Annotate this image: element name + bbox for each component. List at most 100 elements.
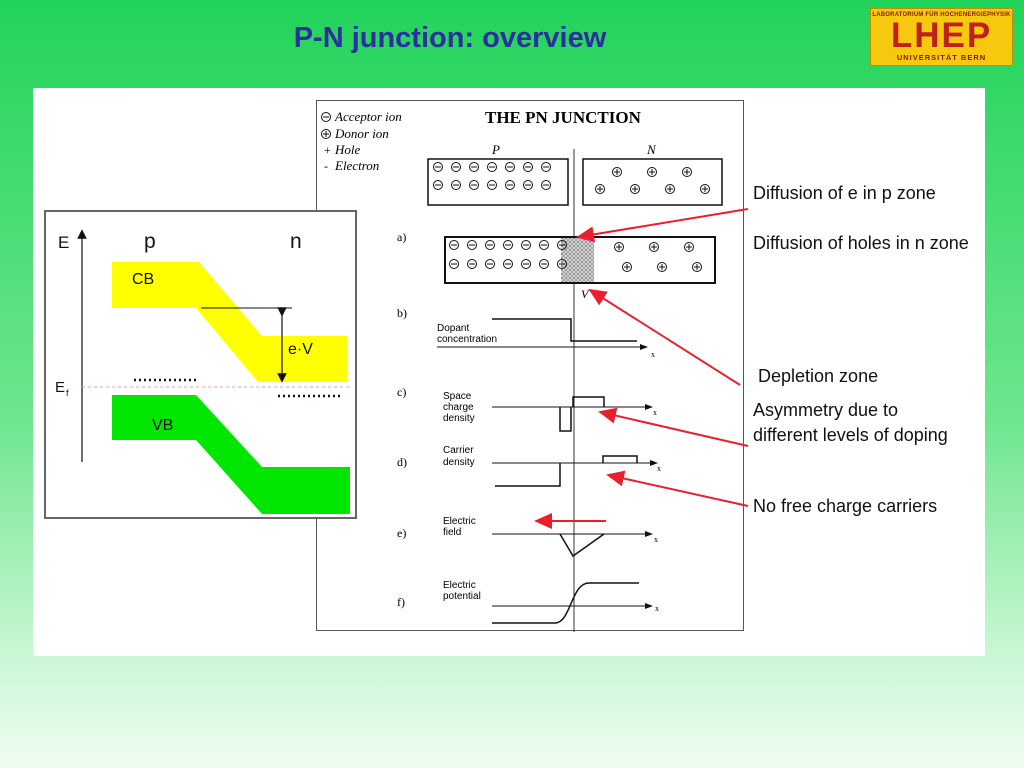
- row-b-id: b): [397, 306, 407, 320]
- acceptor-ion: [485, 259, 495, 269]
- acceptor-ion: [557, 259, 567, 269]
- depletion-region: [561, 238, 594, 283]
- svg-text:+: +: [324, 143, 331, 157]
- acceptor-ion: [539, 240, 549, 250]
- donor-ion: [700, 184, 710, 194]
- p-ions-top: [433, 162, 551, 190]
- cb-label: CB: [132, 271, 154, 288]
- annotation-no-free: No free charge carriers: [753, 496, 938, 516]
- n-block: [582, 158, 723, 206]
- row-f-id: f): [397, 595, 405, 609]
- svg-text:density: density: [443, 457, 475, 468]
- page-title: P-N junction: overview: [293, 22, 607, 54]
- acceptor-ion: [487, 162, 497, 172]
- ev-label: e·V: [288, 341, 313, 358]
- svg-text:field: field: [443, 527, 461, 538]
- figure-heading: THE PN JUNCTION: [485, 108, 642, 127]
- band-label-p: p: [144, 230, 156, 253]
- annotation-diffusion-e: Diffusion of e in p zone: [753, 183, 936, 203]
- donor-ion: [649, 242, 659, 252]
- acceptor-ion: [505, 162, 515, 172]
- conduction-band: [112, 262, 347, 382]
- donor-ion: [622, 262, 632, 272]
- legend: Acceptor ion Donor ion + Hole - Electron: [321, 109, 402, 173]
- row-d-id: d): [397, 455, 407, 469]
- logo-main: LHEP: [890, 16, 993, 55]
- annotation-diffusion-holes: Diffusion of holes in n zone: [753, 233, 969, 253]
- acceptor-ion: [485, 240, 495, 250]
- band-diagram-svg: E p n CB VB E f e·V: [55, 229, 350, 514]
- row-e-id: e): [397, 526, 406, 540]
- svg-text:x: x: [657, 464, 661, 473]
- legend-donor: Donor ion: [334, 126, 389, 141]
- acceptor-ion: [521, 259, 531, 269]
- acceptor-ion: [541, 180, 551, 190]
- ef-label: E: [55, 379, 65, 396]
- label-p: P: [491, 142, 500, 157]
- band-label-n: n: [290, 230, 302, 253]
- acceptor-ion: [541, 162, 551, 172]
- row-a-id: a): [397, 230, 406, 244]
- acceptor-ion: [469, 180, 479, 190]
- band-diagram: E p n CB VB E f e·V: [44, 210, 357, 519]
- annotation-depletion: Depletion zone: [758, 366, 879, 386]
- svg-text:x: x: [655, 604, 659, 613]
- acceptor-ion: [467, 259, 477, 269]
- svg-text:Carrier: Carrier: [443, 445, 474, 456]
- legend-hole: Hole: [334, 142, 361, 157]
- acceptor-ion: [505, 180, 515, 190]
- graph-electric-field: [492, 531, 653, 558]
- annotation-asymmetry: Asymmetry due to different levels of dop…: [753, 400, 948, 445]
- p-ions-a: [449, 240, 567, 269]
- acceptor-ion: [433, 162, 443, 172]
- acceptor-ion: [503, 240, 513, 250]
- svg-text:charge: charge: [443, 402, 474, 413]
- graph-carrier: [492, 455, 658, 487]
- row-b-label-1: Dopant: [437, 323, 469, 334]
- row-b-label-2: concentration: [437, 334, 497, 345]
- svg-text:potential: potential: [443, 591, 481, 602]
- donor-ion: [630, 184, 640, 194]
- acceptor-ion: [451, 180, 461, 190]
- svg-text:Electric: Electric: [443, 516, 476, 527]
- valence-band: [112, 395, 350, 514]
- vb-label: VB: [152, 417, 173, 434]
- acceptor-ion: [469, 162, 479, 172]
- donor-ion: [612, 167, 622, 177]
- donor-ion: [684, 242, 694, 252]
- donor-ion: [595, 184, 605, 194]
- acceptor-ion: [557, 240, 567, 250]
- graph-space-charge: [492, 396, 653, 432]
- acceptor-ion: [467, 240, 477, 250]
- acceptor-ion: [523, 162, 533, 172]
- acceptor-ion: [539, 259, 549, 269]
- logo-line1: LABORATORIUM FÜR HOCHENERGIEPHYSIK: [872, 12, 1011, 18]
- label-n: N: [646, 142, 657, 157]
- lhep-logo: LABORATORIUM FÜR HOCHENERGIEPHYSIK LHEP …: [870, 8, 1013, 66]
- axis-e-label: E: [58, 233, 69, 252]
- donor-ion: [657, 262, 667, 272]
- acceptor-ion: [449, 240, 459, 250]
- acceptor-ion: [433, 180, 443, 190]
- p-block: [427, 158, 569, 206]
- acceptor-ion: [503, 259, 513, 269]
- svg-text:x: x: [654, 535, 658, 544]
- svg-text:x: x: [651, 350, 655, 359]
- pn-junction-figure: Acceptor ion Donor ion + Hole - Electron…: [316, 100, 744, 632]
- legend-electron: Electron: [334, 158, 379, 173]
- legend-acceptor: Acceptor ion: [334, 109, 402, 124]
- n-ions-a: [614, 242, 702, 272]
- svg-text:x: x: [653, 408, 657, 417]
- svg-text:density: density: [443, 413, 475, 424]
- n-ions-top: [595, 167, 710, 194]
- acceptor-ion: [523, 180, 533, 190]
- acceptor-ion: [521, 240, 531, 250]
- pn-junction-svg: Acceptor ion Donor ion + Hole - Electron…: [321, 108, 723, 632]
- acceptor-ion: [451, 162, 461, 172]
- logo-line2: UNIVERSITÄT BERN: [896, 53, 987, 62]
- donor-ion: [692, 262, 702, 272]
- svg-text:Space: Space: [443, 391, 472, 402]
- ef-sub: f: [66, 388, 69, 398]
- row-c-id: c): [397, 385, 406, 399]
- acceptor-ion: [449, 259, 459, 269]
